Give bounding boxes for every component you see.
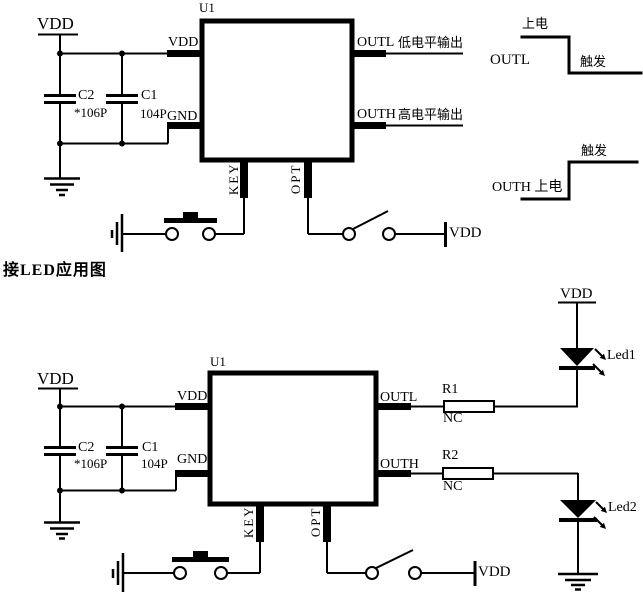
waveform-outl-signal: OUTL (490, 52, 530, 68)
outh-note: 高电平输出 (398, 107, 464, 122)
pin-opt-c2: OPT (308, 506, 324, 538)
pin-vdd-c2: VDD (177, 389, 208, 404)
pin-key-c2: KEY (241, 505, 257, 539)
r2-value: NC (443, 479, 463, 494)
slide-switch-circuit1 (307, 198, 447, 247)
switch-vdd-label-c2: VDD (478, 564, 511, 580)
push-button-circuit2 (172, 542, 261, 580)
c1-ref-c1: C1 (141, 88, 158, 103)
ic-pins-circuit2 (175, 403, 411, 542)
ic-body-circuit2 (175, 370, 411, 542)
pin-outl-c1: OUTL (357, 35, 395, 50)
junction-dots-circuit2 (57, 403, 125, 494)
pin-gnd-c1: GND (167, 109, 198, 124)
slide-switch-circuit2 (326, 542, 477, 586)
led2-label: Led2 (608, 500, 637, 515)
push-button-circuit1 (164, 198, 245, 241)
ic-ref-c1: U1 (199, 0, 215, 15)
earth-ground-led2 (558, 572, 598, 591)
r1-ref: R1 (442, 382, 459, 397)
led1-symbol (558, 301, 606, 407)
led1-label: Led1 (607, 348, 636, 363)
resistor-r2-branch (411, 467, 579, 500)
capacitor-c2-circuit2 (44, 446, 76, 456)
c1-ref-c2: C1 (142, 440, 159, 455)
c1-value-c1: 104P (140, 106, 167, 121)
r2-ref: R2 (442, 448, 459, 463)
switch-vdd-label-c1: VDD (449, 225, 482, 241)
r1-value: NC (443, 411, 463, 426)
led1-vdd-label: VDD (560, 286, 593, 302)
c2-value-c1: *106P (74, 105, 108, 120)
waveform-outh (520, 160, 639, 201)
ic-ref-c2: U1 (210, 354, 226, 369)
c1-value-c2: 104P (141, 456, 168, 471)
waveform-outh-signal: OUTH 上电 (492, 180, 563, 195)
c2-ref-c1: C2 (78, 88, 95, 103)
c2-value-c2: *106P (74, 456, 108, 471)
junction-dots-circuit1 (57, 50, 125, 147)
led2-symbol (559, 500, 607, 574)
c2-ref-c2: C2 (78, 440, 95, 455)
capacitor-c1-circuit1 (106, 53, 138, 143)
waveform-outl-power-on: 上电 (522, 16, 549, 31)
waveform-outl-trigger: 触发 (580, 54, 607, 69)
pin-key-c1: KEY (226, 162, 242, 196)
outl-note: 低电平输出 (398, 35, 464, 50)
chassis-ground-button-circuit1 (110, 214, 166, 252)
chassis-ground-button-circuit2 (111, 553, 174, 592)
pin-outh-c1: OUTH (357, 107, 396, 122)
waveform-outh-trigger: 触发 (581, 143, 608, 158)
pin-outl-c2: OUTL (380, 390, 418, 405)
vdd-rail-label-c1: VDD (37, 14, 74, 33)
pin-vdd-c1: VDD (168, 35, 199, 50)
resistor-r1-branch (411, 400, 578, 413)
section-title: 接LED应用图 (3, 262, 107, 279)
pin-gnd-c2: GND (177, 452, 208, 467)
ic-body-circuit1 (167, 18, 386, 198)
ic-pins-circuit1 (167, 50, 386, 198)
capacitor-c2-circuit1 (44, 94, 76, 104)
vdd-rail-label-c2: VDD (37, 369, 74, 388)
earth-ground-circuit1 (44, 177, 80, 197)
waveform-outl (520, 35, 643, 75)
pin-outh-c2: OUTH (380, 457, 419, 472)
pin-opt-c1: OPT (288, 163, 304, 195)
earth-ground-circuit2 (44, 521, 80, 540)
capacitor-c1-circuit2 (106, 406, 138, 490)
output-wires-circuit1 (386, 52, 463, 127)
